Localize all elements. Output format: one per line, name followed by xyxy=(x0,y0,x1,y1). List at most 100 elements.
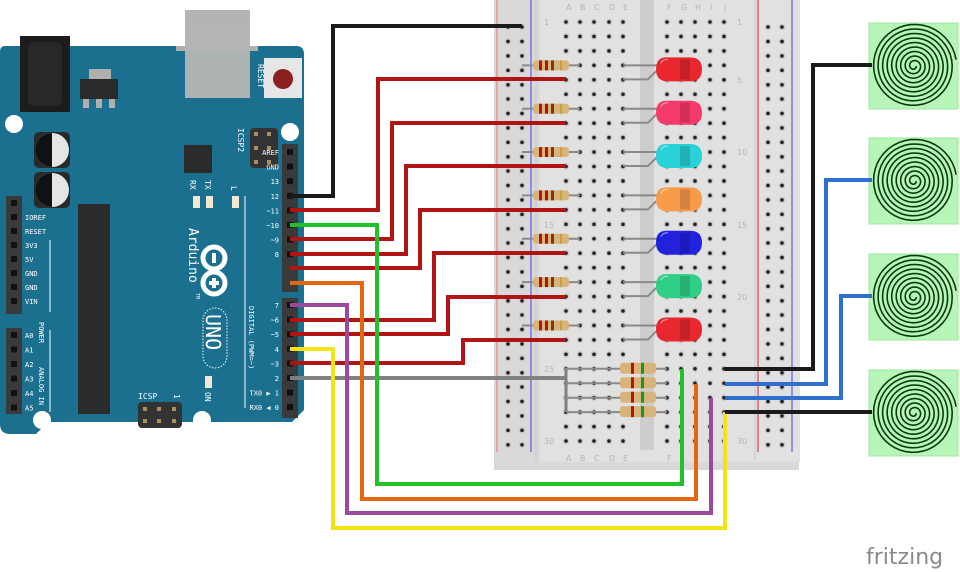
header-pin[interactable] xyxy=(287,149,293,155)
rail-hole-center xyxy=(520,83,524,87)
touch-pad-2[interactable] xyxy=(868,137,959,225)
resistor-band xyxy=(631,362,634,374)
led-cyan[interactable] xyxy=(656,144,702,169)
wire-sensor3-blue[interactable] xyxy=(725,294,872,400)
header-pin[interactable] xyxy=(11,228,17,234)
rail-hole-center xyxy=(766,68,770,73)
header-pin[interactable] xyxy=(11,270,17,276)
breadboard-hole-center xyxy=(592,265,596,270)
rail-hole-center xyxy=(766,111,770,116)
touch-pad-4[interactable] xyxy=(868,369,959,457)
breadboard-hole-center xyxy=(621,135,625,140)
wire-gnd-black[interactable] xyxy=(290,24,522,198)
touch-pad-3[interactable] xyxy=(868,253,959,341)
rail-hole-center xyxy=(766,54,770,58)
breadboard-hole-center xyxy=(722,106,726,111)
header-pin[interactable] xyxy=(11,346,17,353)
header-pin[interactable] xyxy=(11,404,17,411)
wire-sensor2-blue[interactable] xyxy=(725,178,872,386)
breadboard-hole-center xyxy=(578,34,582,39)
led-blue[interactable] xyxy=(656,230,702,255)
breadboard-hole-center xyxy=(607,78,611,82)
row-marker-30-right: 30 xyxy=(737,437,747,446)
led-orange[interactable] xyxy=(656,187,702,212)
header-pin[interactable] xyxy=(287,389,293,396)
wire-pin8-orange[interactable] xyxy=(290,281,698,501)
led-red[interactable] xyxy=(656,57,702,82)
rail-hole-center xyxy=(520,97,524,101)
wire-pin12-green[interactable] xyxy=(290,223,684,486)
wire-sensor1-black[interactable] xyxy=(725,63,872,371)
rail-hole-center xyxy=(506,299,510,303)
header-pin[interactable] xyxy=(11,298,17,304)
breadboard-hole-center xyxy=(708,106,712,111)
breadboard-hole-center xyxy=(693,309,697,313)
breadboard-hole-center xyxy=(708,135,712,140)
reset-button[interactable] xyxy=(264,58,302,98)
header-pin[interactable] xyxy=(11,375,17,382)
wire-pin9-red[interactable] xyxy=(290,208,566,270)
header-pin[interactable] xyxy=(287,404,293,411)
rx-label: RX xyxy=(188,180,197,190)
led-red[interactable] xyxy=(656,317,702,342)
rail-hole-center xyxy=(520,327,524,332)
pin-label: 5V xyxy=(25,256,34,264)
resistor-band xyxy=(539,147,542,158)
breadboard-hole-center xyxy=(592,424,596,429)
breadboard-hole-center xyxy=(592,294,596,299)
breadboard-hole-center xyxy=(621,352,625,357)
header-pin[interactable] xyxy=(287,178,293,185)
resistor-band xyxy=(641,377,644,389)
resistor-band xyxy=(560,147,562,158)
header-pin[interactable] xyxy=(287,163,293,170)
breadboard-hole-center xyxy=(722,309,726,313)
pin-label: AREF xyxy=(262,149,279,157)
rail-hole-center xyxy=(780,25,784,29)
led-pink[interactable] xyxy=(656,100,702,125)
rail-hole-center xyxy=(780,155,784,159)
fritzing-watermark: fritzing xyxy=(866,545,943,570)
wire-pin4-yellow[interactable] xyxy=(290,347,727,530)
header-pin[interactable] xyxy=(11,200,17,206)
header-pin[interactable] xyxy=(11,284,17,290)
resistor-band xyxy=(539,233,542,244)
resistor-band xyxy=(545,103,548,114)
touch-pad-1[interactable] xyxy=(868,22,959,110)
wire-pin10-red[interactable] xyxy=(290,164,566,256)
breadboard-hole-center xyxy=(607,193,611,198)
wire-pin11-red[interactable] xyxy=(290,121,566,241)
rail-hole-center xyxy=(766,270,770,274)
wire-pin13-red[interactable] xyxy=(290,77,566,212)
wire-pin7-purple[interactable] xyxy=(290,303,713,515)
breadboard-hole-center xyxy=(592,20,596,24)
rail-hole-center xyxy=(506,227,510,231)
resistor[interactable] xyxy=(620,362,656,374)
resistor[interactable] xyxy=(620,406,656,418)
resistor[interactable] xyxy=(620,391,656,403)
wire-pin5-red[interactable] xyxy=(290,295,566,336)
breadboard-hole-center xyxy=(708,49,712,53)
breadboard-hole-center xyxy=(679,135,683,140)
on-led xyxy=(205,376,212,388)
breadboard-hole-center xyxy=(708,193,712,198)
header-pin[interactable] xyxy=(11,390,17,396)
col-label-g-top: G xyxy=(681,3,687,12)
rail-hole-center xyxy=(780,299,784,303)
header-pin[interactable] xyxy=(11,332,17,338)
arduino-uno-board: RESET ICSP2 RX TX L ON Arduino TM UNO DI… xyxy=(0,10,304,434)
breadboard-hole-center xyxy=(607,294,611,299)
header-pin[interactable] xyxy=(11,214,17,220)
resistor[interactable] xyxy=(620,377,656,389)
header-pin[interactable] xyxy=(11,256,17,262)
capacitor xyxy=(34,172,70,208)
rail-hole-center xyxy=(520,356,524,361)
breadboard-hole-center xyxy=(564,439,568,443)
icsp2-label: ICSP2 xyxy=(236,128,245,152)
breadboard-hole-center xyxy=(722,251,726,255)
header-pin[interactable] xyxy=(11,361,17,367)
resistor-band xyxy=(551,320,554,331)
header-pin[interactable] xyxy=(11,242,17,248)
led-green[interactable] xyxy=(656,274,702,299)
regulator-leg xyxy=(83,99,89,108)
